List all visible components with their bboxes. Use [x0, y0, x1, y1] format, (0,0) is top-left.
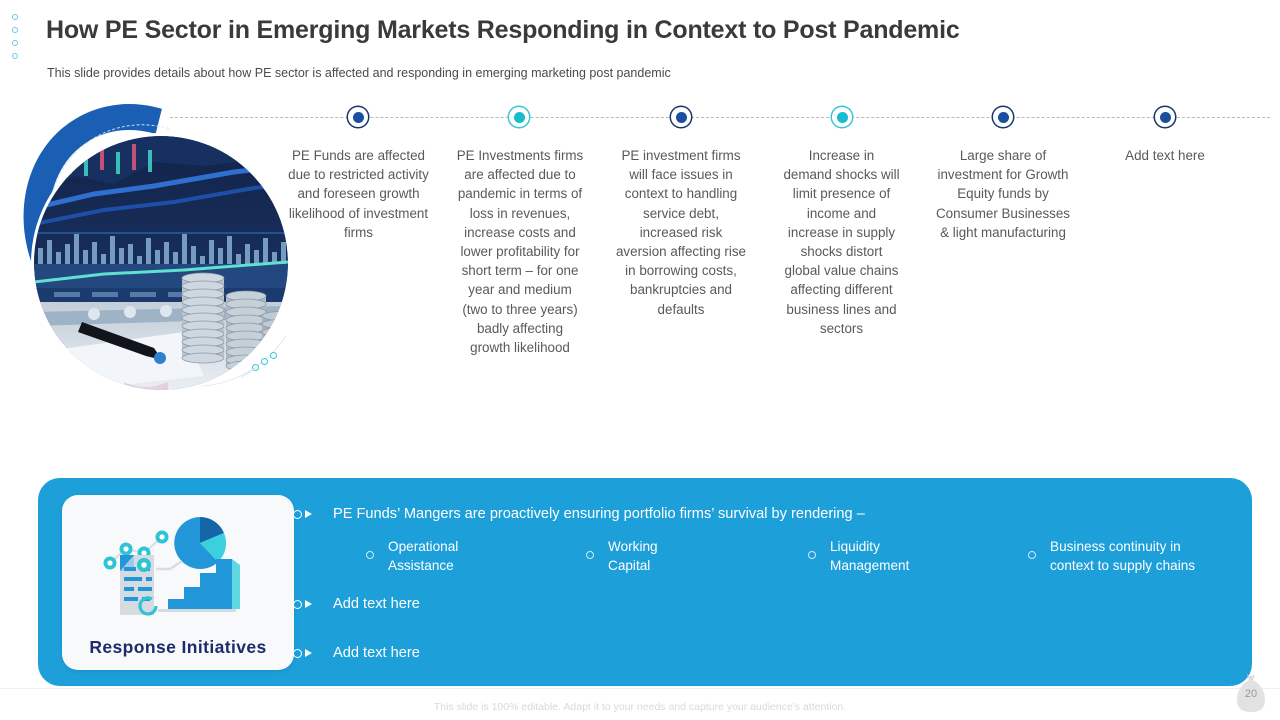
timeline-marker-2[interactable] [509, 107, 529, 127]
timeline-column-2: PE Investments firms are affected due to… [456, 148, 584, 356]
sub-item-3-line2: Management [830, 557, 910, 573]
decor-circle-icon [12, 40, 18, 46]
footer-divider [0, 688, 1280, 689]
accent-dot-icon [261, 358, 268, 365]
accent-dot-icon [270, 352, 277, 359]
decor-circle-icon [12, 53, 18, 59]
sub-item-3-line1: Liquidity [830, 539, 880, 554]
timeline-marker-1[interactable] [348, 107, 368, 127]
header-decor-dots [12, 14, 18, 59]
sub-bullet-marker-4 [1028, 551, 1036, 559]
timeline-marker-3[interactable] [671, 107, 691, 127]
timeline-column-3: PE investment firms will face issues in … [615, 148, 746, 317]
sub-item-4-line1: Business continuity in [1050, 539, 1181, 554]
accent-dots [241, 350, 292, 378]
money-bag-icon: 20 [1233, 672, 1269, 714]
timeline-marker-5[interactable] [993, 107, 1013, 127]
sub-item-3: Liquidity Management [830, 538, 909, 575]
panel-bullet-3[interactable]: Add text here [333, 645, 420, 661]
bullet-arrow-icon [305, 600, 312, 608]
footer-note: This slide is 100% editable. Adapt it to… [433, 701, 847, 713]
timeline-marker-4[interactable] [832, 107, 852, 127]
finance-photo [34, 136, 288, 390]
page-number: 20 [1244, 688, 1258, 700]
bullet-arrow-icon [305, 510, 312, 518]
sub-item-4-line2: context to supply chains [1050, 557, 1196, 573]
sub-bullet-marker-1 [366, 551, 374, 559]
timeline-column-4: Increase in demand shocks will limit pre… [783, 148, 900, 336]
decor-circle-icon [12, 27, 18, 33]
panel-bullet-1: PE Funds’ Mangers are proactively ensuri… [333, 506, 865, 522]
response-initiatives-card[interactable]: Response Initiatives [62, 495, 294, 670]
timeline-column-5: Large share of investment for Growth Equ… [936, 148, 1070, 240]
page-subtitle: This slide provides details about how PE… [47, 66, 671, 80]
page-title: How PE Sector in Emerging Markets Respon… [46, 16, 960, 44]
bullet-ring-icon [293, 649, 302, 658]
timeline-axis [170, 117, 1270, 118]
timeline-column-6: Add text here [1125, 148, 1205, 163]
bullet-ring-icon [293, 600, 302, 609]
hero-circle-graphic [0, 59, 325, 408]
sub-item-1-line2: Assistance [388, 557, 454, 573]
sub-item-1: Operational Assistance [388, 538, 458, 575]
bullet-ring-icon [293, 510, 302, 519]
panel-bullet-2[interactable]: Add text here [333, 596, 420, 612]
bullet-marker-2 [293, 599, 315, 611]
bullet-marker-3 [293, 648, 315, 660]
accent-dot-icon [252, 364, 259, 371]
bullet-marker-1 [293, 509, 315, 521]
analytics-report-icon [96, 509, 266, 619]
decor-circle-icon [12, 14, 18, 20]
timeline-column-1: PE Funds are affected due to restricted … [288, 148, 429, 240]
card-title: Response Initiatives [89, 637, 267, 657]
timeline-marker-6[interactable] [1155, 107, 1175, 127]
sub-item-2: Working Capital [608, 538, 658, 575]
sub-item-2-line1: Working [608, 539, 658, 554]
sub-item-1-line1: Operational [388, 539, 459, 554]
sub-bullet-marker-3 [808, 551, 816, 559]
sub-item-4: Business continuity in context to supply… [1050, 538, 1195, 575]
sub-bullet-marker-2 [586, 551, 594, 559]
sub-item-2-line2: Capital [608, 557, 651, 573]
bullet-arrow-icon [305, 649, 312, 657]
